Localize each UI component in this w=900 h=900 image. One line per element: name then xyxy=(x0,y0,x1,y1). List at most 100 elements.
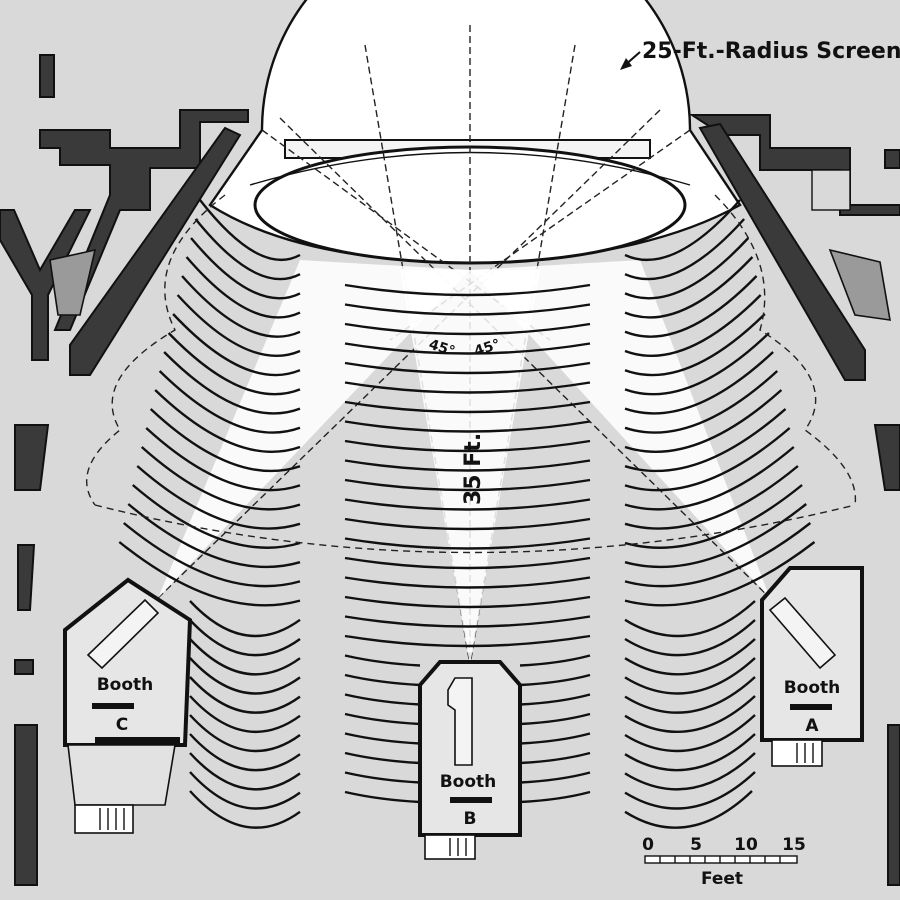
guide-curve-right xyxy=(714,194,857,506)
seat-row xyxy=(344,615,591,628)
seat-row xyxy=(344,537,591,550)
seat-row xyxy=(624,370,779,434)
seat-row xyxy=(624,446,795,511)
projector-c xyxy=(86,598,160,670)
seat-row xyxy=(199,199,301,262)
angle-right-label: 45° xyxy=(472,336,502,359)
seat-row xyxy=(624,771,756,810)
seat-row xyxy=(624,714,756,753)
distance-label: 35 Ft. xyxy=(461,433,486,505)
seat-row xyxy=(624,389,783,453)
walls-left xyxy=(0,54,249,886)
seat-row xyxy=(189,733,301,772)
seat-row xyxy=(519,673,591,687)
beam-booth-b xyxy=(400,270,540,665)
booth-c: Booth C xyxy=(63,577,193,834)
seat-row xyxy=(163,351,301,415)
seat-row xyxy=(194,218,301,281)
seat-row xyxy=(344,595,591,609)
booth-a-label: Booth xyxy=(784,678,841,698)
seat-row xyxy=(519,751,591,765)
seat-row xyxy=(189,676,301,714)
seat-row xyxy=(624,256,754,319)
seat-row xyxy=(519,790,591,804)
seat-row xyxy=(624,657,756,695)
seat-row xyxy=(624,275,758,338)
booth-a-id: A xyxy=(805,716,819,736)
seat-row xyxy=(344,693,421,706)
seat-row xyxy=(189,790,301,829)
seat-row xyxy=(167,332,301,396)
seat-row xyxy=(344,322,591,336)
seat-row xyxy=(344,478,591,492)
seat-row xyxy=(123,522,301,588)
seat-row xyxy=(344,732,421,745)
seat-row xyxy=(172,313,301,377)
scale-unit: Feet xyxy=(701,869,743,889)
seat-row xyxy=(624,790,753,829)
seat-row xyxy=(190,237,301,300)
seat-row xyxy=(624,695,756,734)
seat-row xyxy=(189,752,301,791)
seat-row xyxy=(624,237,750,300)
seat-row xyxy=(519,693,591,706)
guide-curve-left xyxy=(86,194,226,506)
angle-left-label: 45° xyxy=(427,337,457,360)
seat-row xyxy=(624,218,746,281)
seat-row xyxy=(344,790,421,804)
seat-row xyxy=(344,400,591,414)
seat-row xyxy=(344,634,591,648)
booth-b: Booth B xyxy=(418,660,522,860)
scale-tick-15: 15 xyxy=(782,835,806,855)
seating-left xyxy=(118,199,301,829)
seating-center xyxy=(344,283,591,804)
seat-row xyxy=(519,771,591,784)
seat-row xyxy=(624,408,787,473)
beam-booth-a xyxy=(470,260,770,598)
seat-row xyxy=(181,275,301,338)
seat-row xyxy=(624,313,766,377)
seat-row xyxy=(189,657,301,695)
seat-row xyxy=(127,503,301,569)
seat-row xyxy=(624,522,812,588)
seat-row xyxy=(624,332,770,396)
scale-tick-0: 0 xyxy=(642,835,654,855)
seat-row xyxy=(140,446,301,511)
seat-row xyxy=(189,714,301,753)
booth-a: Booth A xyxy=(760,566,864,767)
seat-row xyxy=(118,541,301,607)
seat-row xyxy=(185,256,301,319)
seat-row xyxy=(624,619,756,657)
projector-a xyxy=(768,596,837,670)
seat-row xyxy=(189,638,301,676)
seat-row xyxy=(189,695,301,734)
arrow-head-icon xyxy=(620,58,632,70)
seat-row xyxy=(136,465,301,530)
seat-row xyxy=(344,283,591,297)
booth-c-label: Booth xyxy=(97,675,154,695)
seat-row xyxy=(624,541,816,607)
seat-row xyxy=(519,712,591,726)
seat-row xyxy=(176,294,301,358)
seat-row xyxy=(624,351,774,415)
seat-row xyxy=(624,676,756,714)
seat-row xyxy=(158,370,301,434)
seat-row xyxy=(344,673,421,687)
scale-bar: 0 5 10 15 Feet xyxy=(642,835,806,889)
seat-row xyxy=(624,503,807,569)
seat-row xyxy=(519,654,591,667)
seat-row xyxy=(189,619,301,657)
seat-row xyxy=(519,732,591,745)
seating-right xyxy=(624,199,816,829)
seat-row xyxy=(624,484,803,549)
seat-row xyxy=(344,556,591,570)
seat-row xyxy=(344,381,591,394)
seat-row xyxy=(344,517,591,531)
seat-row xyxy=(344,751,421,765)
seat-row xyxy=(344,342,591,355)
booth-c-id: C xyxy=(116,715,128,735)
seat-row xyxy=(624,294,762,358)
scale-tick-5: 5 xyxy=(690,835,702,855)
seat-row xyxy=(624,638,756,676)
